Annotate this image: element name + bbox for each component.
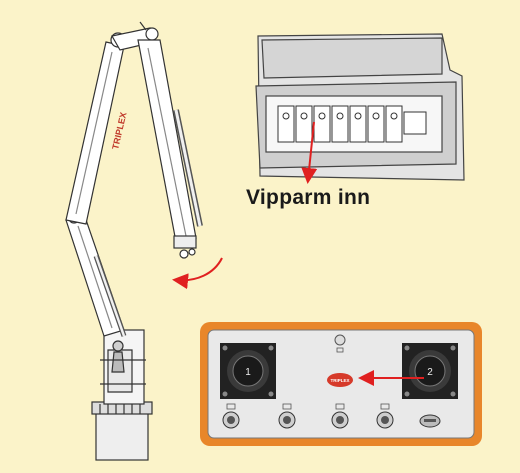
curved-arrow-icon (172, 257, 223, 290)
function-button-4[interactable] (376, 411, 394, 429)
brand-emblem (327, 373, 353, 387)
key-switch[interactable] (419, 414, 441, 428)
function-button-3[interactable] (331, 411, 349, 429)
crane-illustration: TRIPLEX (65, 21, 203, 461)
emblem-text: TRIPLEX (330, 378, 349, 383)
crane-brand-text: TRIPLEX (110, 111, 128, 150)
function-button-1[interactable] (222, 411, 240, 429)
control-panel: 1 2 TRIPLEX (200, 322, 482, 446)
joystick-left-number: 1 (245, 367, 251, 378)
indicator-light (334, 334, 346, 346)
valve-block (255, 33, 465, 181)
caption-label: Vipparm inn (246, 186, 371, 209)
joystick-right[interactable]: 2 (402, 343, 458, 399)
arrow-down-icon (301, 121, 318, 184)
function-button-2[interactable] (278, 411, 296, 429)
crane-base (95, 411, 149, 461)
joystick-left[interactable]: 1 (220, 343, 276, 399)
joystick-right-number: 2 (427, 367, 433, 378)
